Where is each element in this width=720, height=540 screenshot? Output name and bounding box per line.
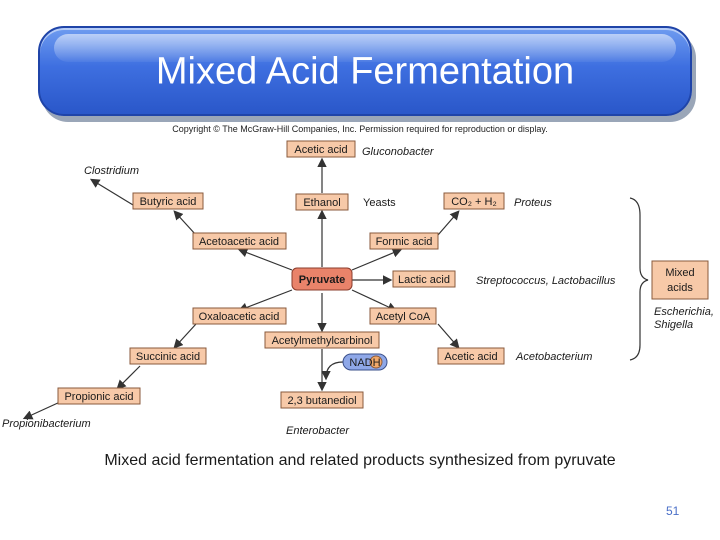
box-acetoacetic: Acetoacetic acid — [192, 232, 287, 250]
org-propionibacterium: Propionibacterium — [2, 418, 91, 430]
arrows — [22, 157, 460, 420]
svg-text:NADH: NADH — [349, 357, 380, 369]
org-gluconobacter: Gluconobacter — [362, 146, 435, 158]
slide-title: Mixed Acid Fermentation — [155, 50, 575, 93]
svg-text:Propionic acid: Propionic acid — [64, 391, 133, 403]
box-mixed-acids: Mixed acids — [651, 260, 709, 300]
copyright-notice: Copyright © The McGraw-Hill Companies, I… — [172, 124, 548, 134]
box-ethanol: Ethanol — [295, 193, 349, 211]
org-proteus: Proteus — [514, 197, 552, 209]
box-formic: Formic acid — [369, 232, 439, 250]
mixed-acids-brace — [629, 197, 649, 361]
org-yeasts: Yeasts — [363, 197, 396, 209]
fermentation-diagram: Acetic acid Ethanol Butyric acid Acetoac… — [2, 140, 714, 437]
box-propionic: Propionic acid — [57, 387, 141, 405]
box-acetyl-coa: Acetyl CoA — [369, 307, 437, 325]
svg-text:Acetoacetic acid: Acetoacetic acid — [199, 236, 279, 248]
org-shigella: Shigella — [654, 319, 693, 331]
box-acetic-right: Acetic acid — [437, 347, 505, 365]
svg-text:acids: acids — [667, 282, 693, 294]
svg-text:Acetylmethylcarbinol: Acetylmethylcarbinol — [272, 335, 373, 347]
box-pyruvate: Pyruvate — [291, 267, 353, 291]
title-bar: Mixed Acid Fermentation — [38, 26, 692, 116]
svg-text:2,3 butanediol: 2,3 butanediol — [287, 395, 356, 407]
box-acetylmethylcarbinol: Acetylmethylcarbinol — [264, 331, 380, 349]
svg-text:Lactic acid: Lactic acid — [398, 274, 450, 286]
box-acetic-top: Acetic acid — [286, 140, 356, 158]
box-oxaloacetic: Oxaloacetic acid — [192, 307, 287, 325]
title-gloss — [54, 34, 676, 62]
svg-text:CO₂ + H₂: CO₂ + H₂ — [451, 196, 497, 208]
org-clostridium: Clostridium — [84, 165, 139, 177]
box-butanediol: 2,3 butanediol — [280, 391, 364, 409]
org-strep-lacto: Streptococcus, Lactobacillus — [476, 275, 616, 287]
nadh-label: NADH — [342, 353, 388, 371]
svg-text:Formic acid: Formic acid — [376, 236, 433, 248]
slide-caption: Mixed acid fermentation and related prod… — [104, 452, 616, 469]
svg-text:Butyric acid: Butyric acid — [140, 196, 197, 208]
box-butyric: Butyric acid — [132, 192, 204, 210]
svg-text:Acetic acid: Acetic acid — [444, 351, 497, 363]
svg-text:Ethanol: Ethanol — [303, 197, 340, 209]
svg-text:Succinic acid: Succinic acid — [136, 351, 200, 363]
box-co2-h2: CO₂ + H₂ — [443, 192, 505, 210]
svg-text:Oxaloacetic acid: Oxaloacetic acid — [199, 311, 280, 323]
org-enterobacter: Enterobacter — [286, 425, 350, 437]
svg-text:Pyruvate: Pyruvate — [299, 274, 345, 286]
page-number: 51 — [666, 504, 680, 518]
svg-text:Acetyl CoA: Acetyl CoA — [376, 311, 431, 323]
box-succinic: Succinic acid — [129, 347, 207, 365]
org-acetobacterium: Acetobacterium — [515, 351, 592, 363]
org-escherichia: Escherichia, — [654, 306, 714, 318]
svg-text:Acetic acid: Acetic acid — [294, 144, 347, 156]
box-lactic: Lactic acid — [392, 270, 456, 288]
svg-text:Mixed: Mixed — [665, 267, 694, 279]
